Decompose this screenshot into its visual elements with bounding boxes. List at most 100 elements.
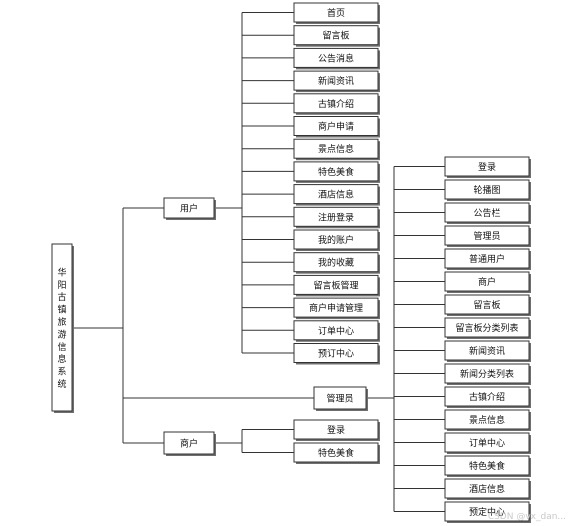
user-item-frame: [293, 47, 379, 68]
admin-item: 新闻分类列表: [444, 363, 531, 385]
user-item: 特色美食: [293, 161, 380, 183]
role-admin: 管理员: [313, 386, 368, 411]
admin-item-frame: [444, 248, 530, 269]
user-item-label: 订单中心: [318, 325, 354, 337]
user-item-label: 我的收藏: [318, 257, 354, 269]
role-user: 用户: [163, 197, 216, 220]
admin-item: 留言板分类列表: [444, 317, 531, 339]
admin-item: 预定中心: [444, 501, 531, 523]
user-item-label: 新闻资讯: [318, 75, 354, 87]
admin-item: 新闻资讯: [444, 340, 531, 362]
user-item: 订单中心: [293, 320, 380, 342]
root-system-char: 游: [57, 328, 66, 340]
admin-item-frame: [444, 478, 530, 499]
root-system-frame: [51, 243, 73, 412]
user-item: 预订中心: [293, 343, 380, 365]
admin-item-frame: [444, 202, 530, 223]
admin-item-label: 古镇介绍: [469, 391, 505, 403]
root-system-char: 镇: [57, 304, 66, 316]
user-item-frame: [293, 229, 379, 250]
user-item-label: 商户申请: [318, 121, 354, 133]
admin-item-frame: [444, 501, 530, 522]
user-item-frame: [293, 116, 379, 136]
user-item-label: 商户申请管理: [309, 302, 363, 314]
user-item-frame: [293, 184, 379, 205]
admin-item-label: 订单中心: [469, 437, 505, 449]
admin-item-label: 景点信息: [469, 414, 505, 426]
user-item-label: 留言板管理: [313, 279, 358, 291]
admin-item-frame: [444, 179, 530, 200]
user-item-frame: [293, 70, 379, 91]
user-item: 首页: [293, 2, 380, 24]
user-item: 注册登录: [293, 206, 380, 229]
admin-item-frame: [444, 317, 530, 338]
admin-item-frame: [444, 156, 530, 177]
merchant-item-frame: [293, 442, 379, 463]
admin-item-label: 特色美食: [469, 460, 505, 472]
user-item: 我的收藏: [293, 252, 380, 274]
merchant-item-label: 特色美食: [318, 447, 354, 459]
merchant-item-label: 登录: [327, 425, 345, 436]
user-item-frame: [293, 274, 379, 295]
root-system-char: 阳: [57, 280, 66, 291]
root-system-char: 信: [57, 341, 66, 353]
user-item-label: 酒店信息: [318, 189, 354, 201]
user-item-frame: [293, 2, 379, 23]
merchant-item-frame: [293, 419, 379, 440]
user-item-label: 景点信息: [318, 143, 354, 155]
user-item-frame: [293, 320, 379, 341]
user-item-frame: [293, 25, 379, 46]
user-item: 公告消息: [293, 47, 380, 70]
user-item: 景点信息: [293, 138, 380, 161]
admin-item: 商户: [444, 271, 531, 293]
admin-item: 景点信息: [444, 409, 531, 431]
user-item-frame: [293, 252, 379, 273]
role-user-frame: [163, 197, 215, 219]
user-item-frame: [293, 343, 379, 363]
admin-item-label: 新闻资讯: [469, 345, 505, 357]
watermark: CSDN @vx_dan...: [487, 512, 566, 522]
role-merchant: 商户: [163, 431, 216, 456]
user-item-label: 古镇介绍: [318, 98, 354, 110]
admin-item-label: 留言板: [473, 299, 500, 311]
admin-item-label: 普通用户: [469, 253, 505, 265]
user-item-label: 公告消息: [318, 52, 354, 64]
user-item-label: 我的账户: [318, 234, 354, 246]
admin-item-frame: [444, 271, 530, 292]
user-item: 商户申请管理: [293, 297, 380, 320]
user-item-label: 注册登录: [318, 211, 354, 223]
root-system-char: 系: [57, 367, 66, 378]
merchant-item: 特色美食: [293, 442, 380, 464]
admin-item-label: 轮播图: [473, 184, 500, 196]
admin-item: 普通用户: [444, 248, 531, 270]
user-item-label: 预订中心: [318, 348, 354, 360]
user-item-label: 留言板: [322, 30, 349, 42]
user-item: 古镇介绍: [293, 93, 380, 115]
admin-item-label: 管理员: [473, 230, 500, 242]
merchant-item: 登录: [293, 419, 380, 441]
admin-item-frame: [444, 225, 530, 246]
user-item-frame: [293, 161, 379, 182]
admin-item: 管理员: [444, 225, 531, 247]
user-item-frame: [293, 206, 379, 227]
user-item-frame: [293, 93, 379, 114]
admin-item-frame: [444, 409, 530, 430]
user-item: 我的账户: [293, 229, 380, 251]
admin-item: 轮播图: [444, 179, 531, 201]
user-item: 酒店信息: [293, 184, 380, 206]
admin-item-frame: [444, 386, 530, 407]
root-system-char: 息: [57, 353, 66, 365]
admin-item: 订单中心: [444, 432, 531, 454]
root-system-char: 统: [57, 378, 66, 390]
admin-item: 公告栏: [444, 202, 531, 224]
admin-item: 古镇介绍: [444, 386, 531, 408]
user-item-frame: [293, 138, 379, 159]
root-system-char: 旅: [57, 316, 66, 328]
user-item: 留言板: [293, 25, 380, 47]
user-item-label: 特色美食: [318, 166, 354, 178]
admin-item: 留言板: [444, 294, 531, 316]
admin-item-frame: [444, 432, 530, 453]
user-item: 留言板管理: [293, 274, 380, 297]
